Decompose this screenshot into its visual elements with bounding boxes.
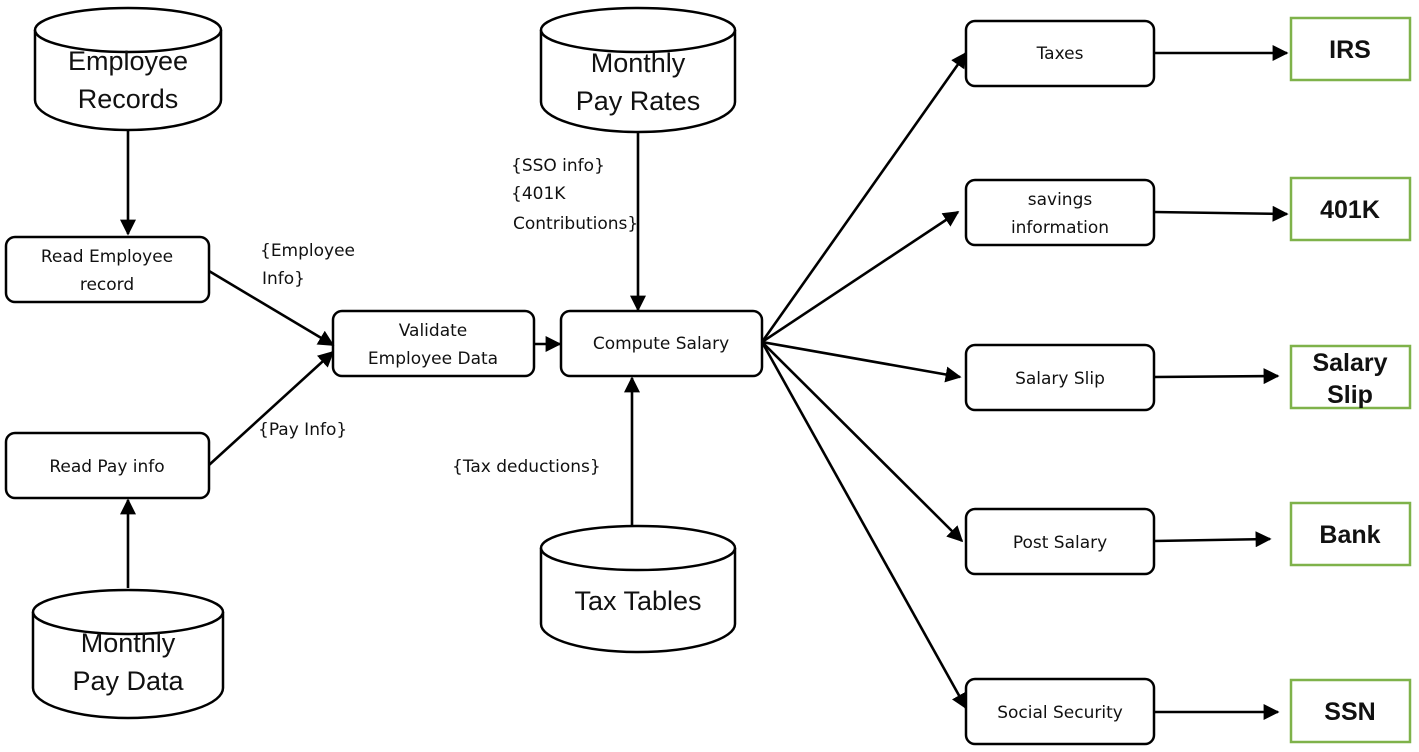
edge-post-salary-to-bank	[1153, 531, 1272, 548]
process-compute-salary-label: Compute Salary	[593, 334, 729, 354]
flow-label-tax-deductions: {Tax deductions}	[452, 457, 601, 477]
process-read-employee-record-label-1: Read Employee	[41, 247, 173, 267]
flow-label-employee-info: {Employee Info}	[260, 241, 355, 289]
edge-read-pay-to-validate	[208, 350, 335, 466]
process-post-salary-label: Post Salary	[1013, 533, 1107, 553]
external-salary-slip-label-1: Salary	[1312, 349, 1387, 377]
external-salary-slip-label-2: Slip	[1327, 381, 1373, 409]
datastore-monthly-pay-rates-label-2: Pay Rates	[576, 86, 701, 116]
process-salary-slip: Salary Slip	[964, 343, 1156, 412]
flow-label-employee-info-2: Info}	[262, 269, 305, 289]
external-salary-slip: Salary Slip	[1289, 344, 1412, 410]
process-post-salary: Post Salary	[964, 507, 1156, 576]
edge-compute-to-savings	[761, 210, 960, 344]
process-read-pay-info: Read Pay info	[4, 431, 211, 500]
datastore-employee-records: Employee Records	[33, 6, 223, 132]
process-salary-slip-label: Salary Slip	[1015, 369, 1105, 389]
process-validate-employee-data-label-1: Validate	[399, 321, 468, 341]
process-validate-employee-data: Validate Employee Data	[331, 309, 536, 378]
process-validate-employee-data-label-2: Employee Data	[368, 349, 498, 369]
edge-compute-to-taxes	[760, 51, 968, 343]
process-read-pay-info-label: Read Pay info	[49, 457, 164, 477]
flow-label-sso-info-1: {SSO info}	[511, 156, 605, 176]
flow-label-pay-info: {Pay Info}	[258, 420, 347, 440]
edge-read-employee-to-validate	[208, 269, 335, 347]
process-savings-information-label-2: information	[1011, 218, 1109, 238]
process-social-security: Social Security	[964, 677, 1156, 746]
edge-savings-to-401k	[1153, 205, 1289, 222]
process-social-security-label: Social Security	[997, 703, 1123, 723]
process-compute-salary: Compute Salary	[559, 309, 764, 378]
datastore-tax-tables: Tax Tables	[539, 524, 737, 654]
datastore-employee-records-label-2: Records	[78, 84, 179, 114]
edge-compute-to-social-security	[760, 341, 968, 710]
datastore-tax-tables-label: Tax Tables	[574, 586, 701, 616]
external-bank-label: Bank	[1319, 521, 1380, 549]
edge-compute-to-post-salary	[761, 341, 964, 543]
datastore-monthly-pay-data-label-2: Pay Data	[72, 666, 184, 696]
process-savings-information-label-1: savings	[1028, 190, 1093, 210]
external-irs: IRS	[1289, 16, 1412, 82]
external-ssn: SSN	[1289, 678, 1412, 744]
flow-label-sso-info-3: Contributions}	[513, 214, 638, 234]
datastore-monthly-pay-data: Monthly Pay Data	[31, 588, 225, 720]
external-401k-label: 401K	[1320, 196, 1380, 224]
external-irs-label: IRS	[1329, 36, 1371, 64]
datastore-employee-records-label-1: Employee	[68, 46, 188, 76]
edge-salary-slip-to-salary-slip	[1153, 368, 1280, 385]
datastore-monthly-pay-data-label-1: Monthly	[81, 628, 176, 658]
flow-label-employee-info-1: {Employee	[260, 241, 355, 261]
edge-compute-to-salary-slip	[761, 340, 962, 383]
datastore-monthly-pay-rates: Monthly Pay Rates	[539, 6, 737, 134]
process-read-employee-record-label-2: record	[80, 275, 134, 295]
process-taxes-label: Taxes	[1036, 44, 1084, 64]
external-bank: Bank	[1289, 501, 1412, 567]
flow-label-sso-info: {SSO info} {401K Contributions}	[511, 156, 638, 234]
external-401k: 401K	[1289, 176, 1412, 242]
flow-label-sso-info-2: {401K	[511, 184, 566, 204]
process-read-employee-record: Read Employee record	[4, 235, 211, 304]
process-savings-information: savings information	[964, 178, 1156, 247]
datastore-monthly-pay-rates-label-1: Monthly	[591, 48, 686, 78]
external-ssn-label: SSN	[1324, 698, 1375, 726]
process-taxes: Taxes	[964, 19, 1156, 88]
